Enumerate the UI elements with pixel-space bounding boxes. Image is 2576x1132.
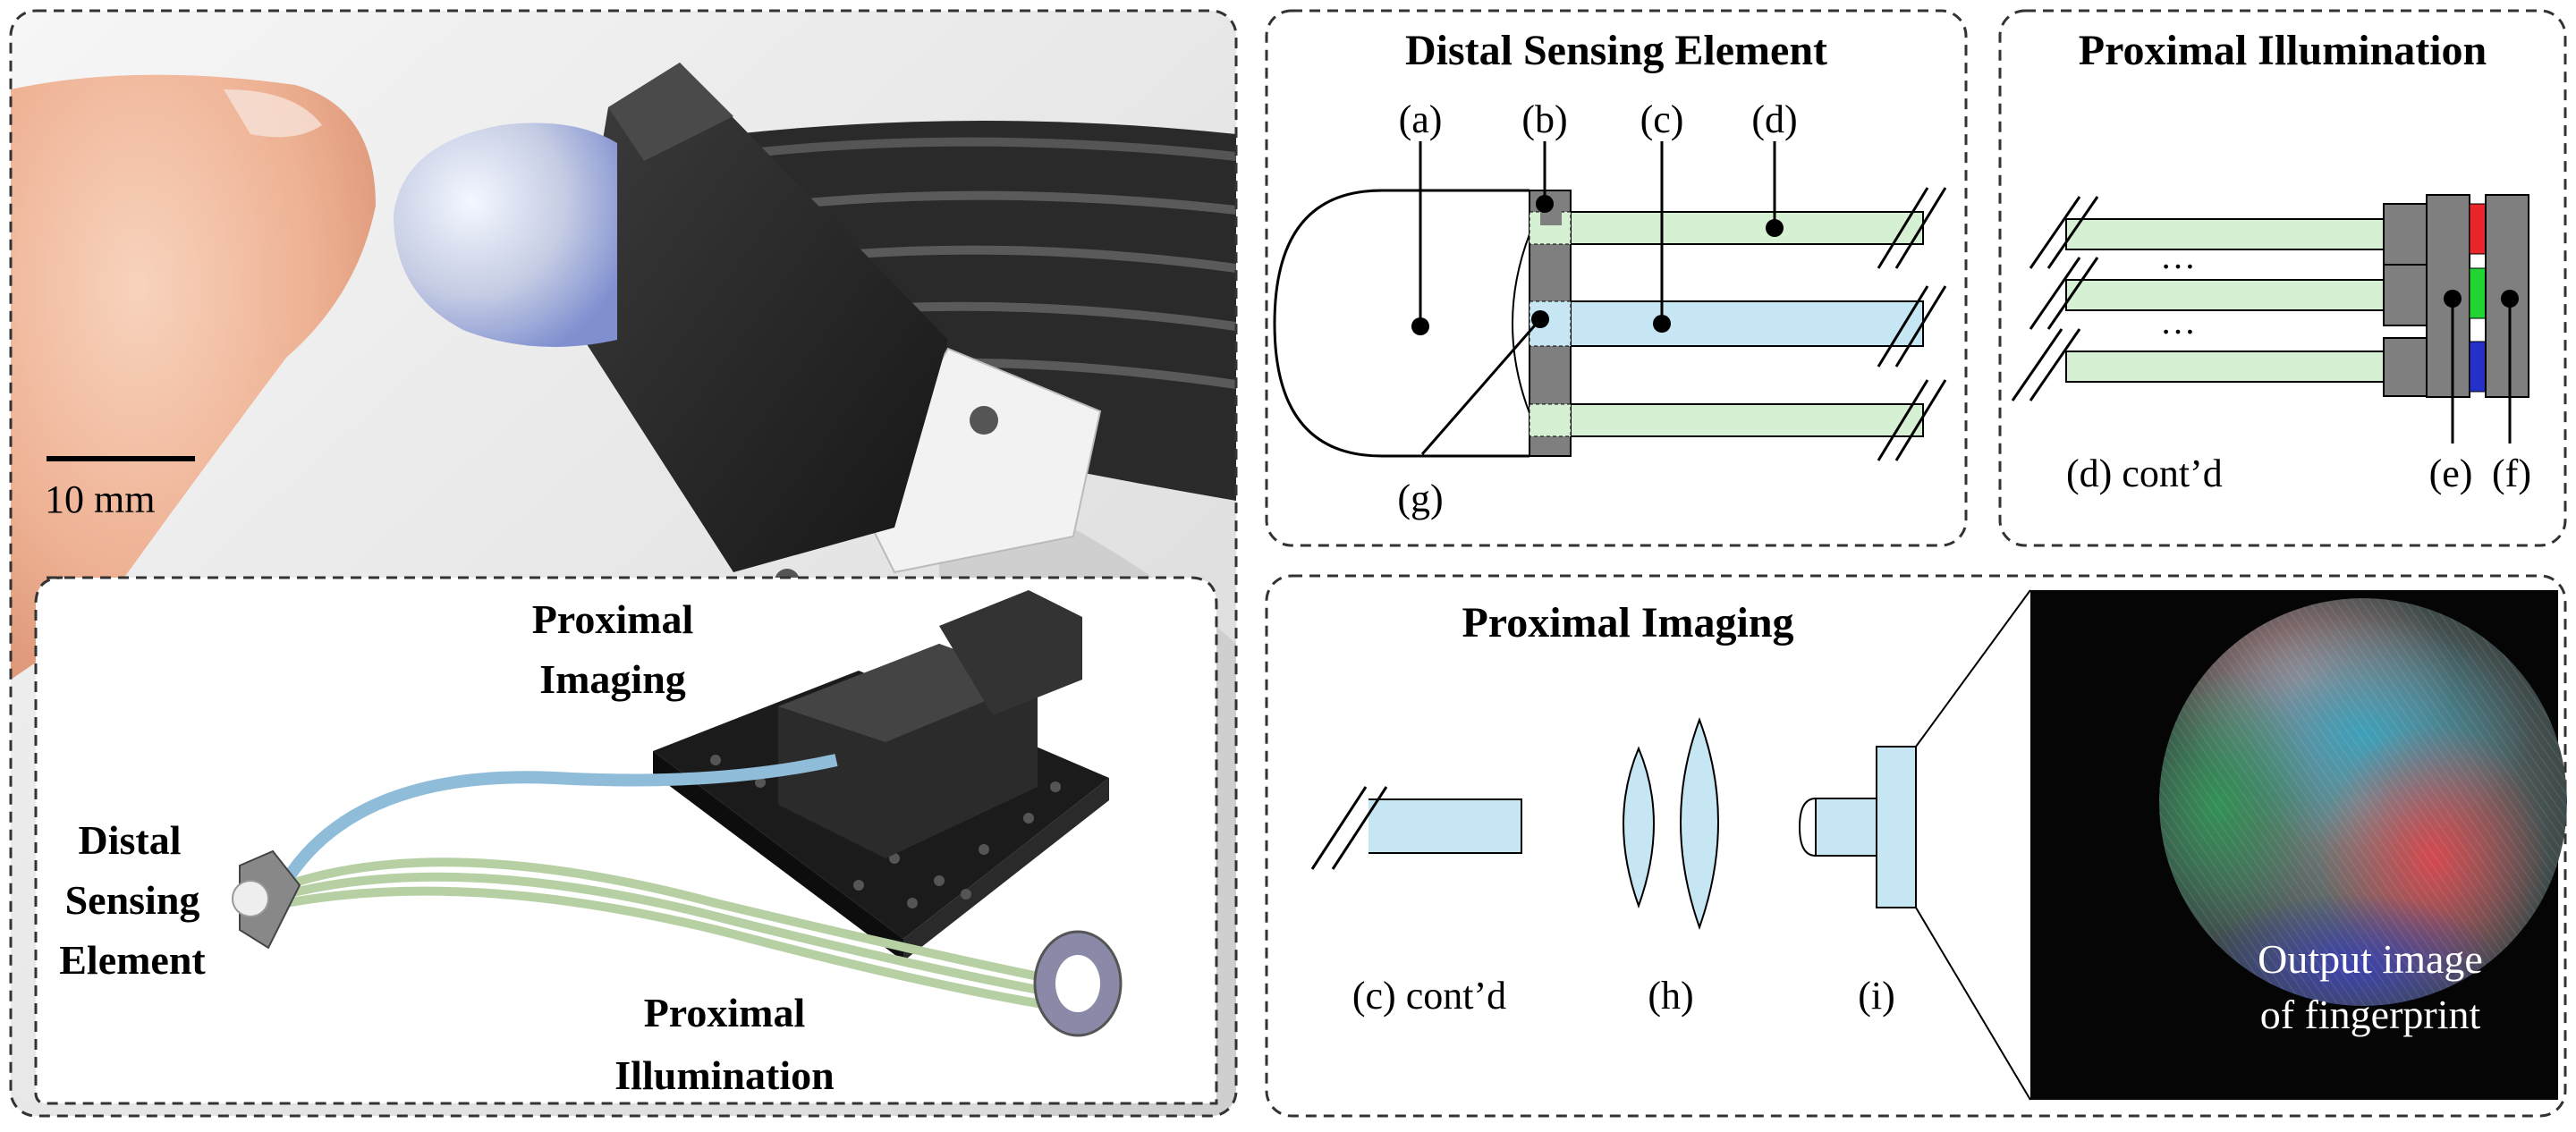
photo-panel: 10 mm — [9, 9, 1238, 1118]
label-proximal-imaging-line1: Proximal — [532, 596, 694, 642]
label-illumination-line2: Illumination — [614, 1052, 834, 1098]
green-fibers-cad — [284, 857, 1083, 1015]
fingertip — [11, 74, 376, 680]
label-i: (i) — [1858, 974, 1895, 1018]
illumination-panel-border — [1998, 9, 2567, 547]
label-f: (f) — [2492, 452, 2531, 495]
label-d-contd: (d) cont’d — [2066, 452, 2223, 495]
photo-panel-border — [9, 9, 1238, 1118]
distal-labels: (a) (b) (c) (d) (g) — [1397, 97, 1797, 520]
blue-fiber-cad — [281, 754, 838, 884]
sensor-holder — [572, 63, 948, 572]
imaging-labels: (c) cont’d (h) (i) — [1352, 974, 1895, 1018]
fiber-d-bottom — [1529, 403, 1924, 437]
imaging-panel-border — [1265, 574, 2567, 1118]
label-d: (d) — [1751, 97, 1797, 141]
distal-leaders — [1419, 141, 1776, 455]
illumination-panel-title: Proximal Illumination — [2079, 27, 2487, 74]
interface-g — [1512, 233, 1530, 414]
label-g: (g) — [1397, 477, 1443, 520]
illum-break-marks — [2011, 196, 2099, 401]
led-blue — [2469, 341, 2487, 393]
illum-fiber-3 — [2065, 351, 2385, 383]
illum-leaders — [2451, 299, 2512, 444]
label-b: (b) — [1521, 97, 1567, 141]
label-c: (c) — [1640, 97, 1684, 141]
label-distal-line2: Sensing — [65, 877, 200, 923]
output-caption-line2: of fingerprint — [2260, 992, 2481, 1037]
label-c-contd: (c) cont’d — [1352, 974, 1506, 1018]
imaging-panel: Proximal Imaging (c) cont’d (h) (i) — [1265, 574, 2567, 1118]
dome-a — [1273, 189, 1530, 458]
illum-fiber-2 — [2065, 279, 2385, 311]
camera-lens-cap — [1798, 797, 1817, 857]
scale-bar-label: 10 mm — [45, 477, 155, 521]
imaging-panel-title: Proximal Imaging — [1462, 599, 1793, 646]
imaging-break-marks — [1310, 786, 1388, 870]
output-image: Output image of fingerprint — [2030, 590, 2567, 1100]
connector-3 — [2383, 337, 2428, 397]
breadboard-holes — [710, 755, 1061, 908]
label-illumination-line1: Proximal — [644, 990, 806, 1035]
label-distal-line3: Element — [59, 937, 206, 983]
dots-upper: … — [2160, 236, 2196, 276]
fiber-c — [1529, 300, 1924, 347]
lens-1 — [1623, 746, 1655, 908]
camera-lens-body — [1815, 798, 1877, 857]
lens-2 — [1680, 717, 1719, 931]
label-h: (h) — [1648, 974, 1693, 1018]
distal-leader-dots — [1411, 195, 1784, 335]
cad-inset — [34, 576, 1218, 1105]
distal-panel: Distal Sensing Element — [1265, 9, 1968, 547]
camera-sensor — [1876, 746, 1917, 908]
connector-1 — [2383, 203, 2428, 266]
imaging-fiber-c — [1354, 798, 1522, 854]
distal-element-cad — [239, 849, 301, 950]
fiber-d-top — [1529, 211, 1924, 245]
projection-line-top — [1915, 589, 2031, 748]
distal-panel-border — [1265, 9, 1968, 547]
led-red — [2469, 203, 2487, 255]
label-distal-line1: Distal — [79, 817, 182, 863]
illumination-panel: Proximal Illumination … … — [1998, 9, 2567, 547]
cad-labels: Proximal Imaging Distal Sensing Element … — [59, 596, 834, 1098]
illum-fiber-1 — [2065, 218, 2385, 250]
label-a: (a) — [1399, 97, 1443, 141]
label-e: (e) — [2429, 452, 2473, 495]
fiber-break-marks — [1877, 187, 1947, 461]
led-green — [2469, 267, 2487, 319]
dots-lower: … — [2160, 301, 2196, 342]
connector-2 — [2383, 264, 2428, 326]
projection-line-bottom — [1915, 907, 2031, 1101]
distal-panel-title: Distal Sensing Element — [1405, 27, 1827, 74]
label-proximal-imaging-line2: Imaging — [539, 656, 686, 702]
illum-labels: (d) cont’d (e) (f) — [2066, 452, 2531, 495]
output-caption-line1: Output image — [2258, 936, 2483, 982]
sensor-dome — [394, 122, 617, 347]
